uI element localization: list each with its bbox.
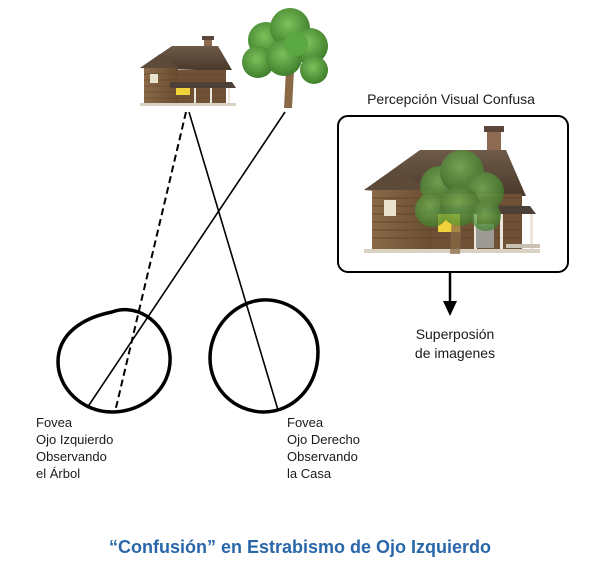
right-eye-label-line-4: la Casa (287, 466, 332, 481)
perception-title: Percepción Visual Confusa (367, 91, 535, 107)
right-eye-icon (208, 298, 320, 414)
arrow-down-icon (443, 272, 457, 316)
right-eye-label: Fovea Ojo Derecho Observando la Casa (287, 414, 360, 482)
superposition-line-2: de imagenes (414, 345, 496, 361)
right-eye-label-line-3: Observando (287, 449, 358, 464)
left-eye-icon (56, 308, 172, 414)
house-icon (140, 36, 236, 106)
superposition-label: Superposión de imagenes (380, 325, 530, 363)
left-eye-label-line-2: Ojo Izquierdo (36, 432, 114, 447)
right-eye-label-line-2: Ojo Derecho (287, 432, 360, 447)
superposition-line-1: Superposión (415, 326, 495, 342)
sight-lines (86, 111, 286, 413)
left-eye-label-line-4: el Árbol (36, 466, 81, 481)
right-eye-label-line-1: Fovea (287, 415, 324, 430)
overlapped-tree-icon (415, 150, 504, 254)
left-eye-label-line-1: Fovea (36, 415, 73, 430)
left-eye-house-line-dashed (114, 111, 187, 413)
right-eye-house-line (188, 111, 279, 411)
left-eye-tree-line (86, 111, 286, 409)
left-eye-label: Fovea Ojo Izquierdo Observando el Árbol (36, 414, 113, 482)
diagram-caption: “Confusión” en Estrabismo de Ojo Izquier… (108, 537, 492, 557)
left-eye-label-line-3: Observando (36, 449, 107, 464)
tree-icon (242, 8, 328, 108)
